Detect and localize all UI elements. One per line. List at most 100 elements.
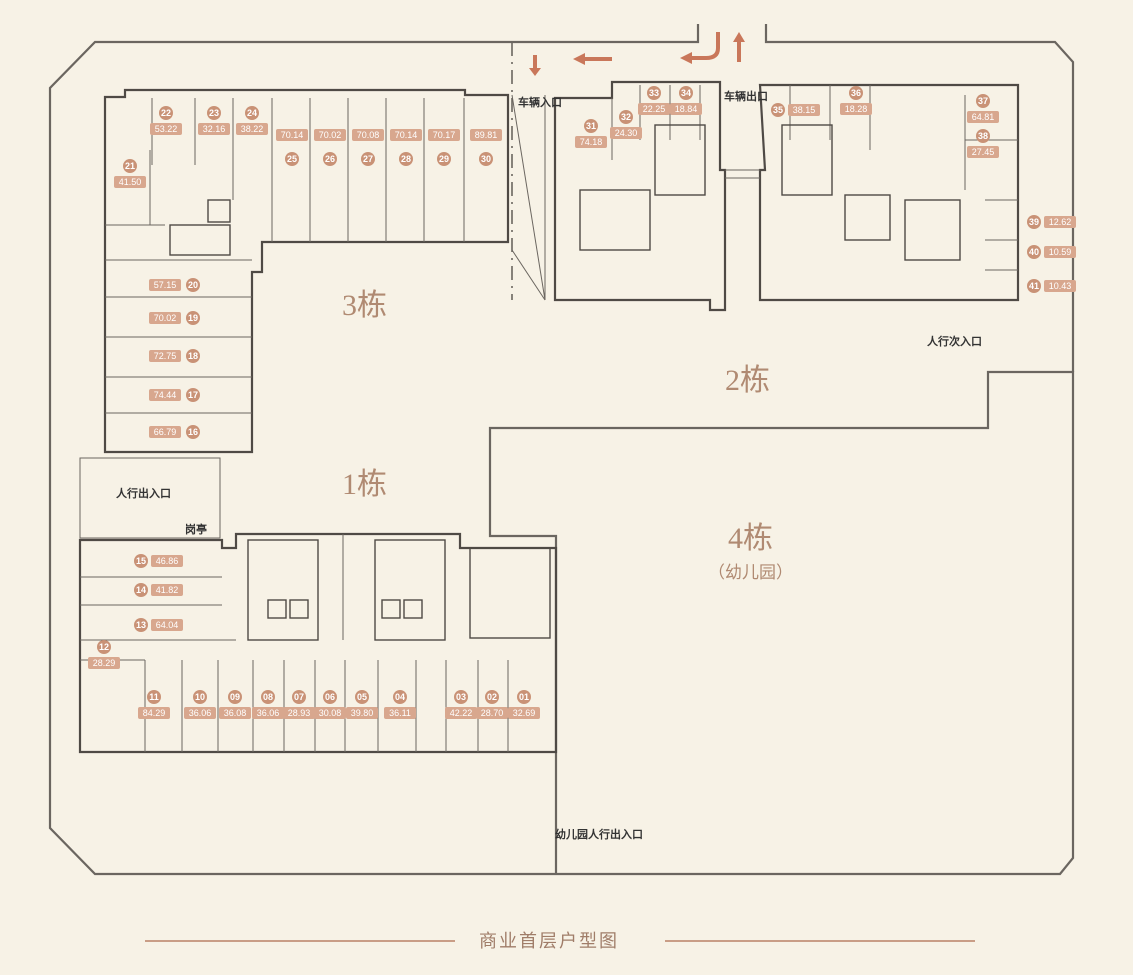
shop-area: 10.43 — [1049, 281, 1072, 291]
shop-06: 06 30.08 — [314, 690, 346, 719]
shop-number: 11 — [149, 692, 159, 702]
up-arrow-icon — [733, 32, 745, 62]
shop-03: 03 42.22 — [445, 690, 477, 719]
shop-area-box — [283, 707, 315, 719]
shop-10: 10 36.06 — [184, 690, 216, 719]
shop-area-box — [236, 123, 268, 135]
shop-number: 17 — [188, 390, 198, 400]
ped-entrance-area — [79, 457, 221, 539]
shop-area: 24.30 — [615, 128, 638, 138]
shop-number-badge — [207, 106, 221, 120]
shop-area-box — [314, 129, 346, 141]
building-4-sublabel: （幼儿园） — [708, 563, 793, 582]
shop-number-badge — [361, 152, 375, 166]
shop-area: 30.08 — [319, 708, 342, 718]
left-arrow-icon — [573, 53, 612, 65]
shop-area-box — [252, 707, 284, 719]
building-3-shop-walls — [105, 98, 465, 414]
shop-number-badge — [123, 159, 137, 173]
building-1-outline — [78, 532, 558, 754]
shop-number-badge — [849, 86, 863, 100]
shop-number: 10 — [195, 692, 205, 702]
shop-area: 12.62 — [1049, 217, 1072, 227]
shop-number: 05 — [357, 692, 367, 702]
building-3-outline — [103, 88, 510, 454]
vehicle-entry-label-1: 车辆入口 — [518, 95, 562, 109]
shop-number: 38 — [978, 131, 988, 141]
shop-number-badge — [437, 152, 451, 166]
shop-area-box — [88, 657, 120, 669]
shop-area-box — [670, 103, 702, 115]
shop-38: 38 27.45 — [967, 129, 999, 158]
shop-number: 19 — [188, 313, 198, 323]
shop-39: 39 12.62 — [1027, 215, 1076, 229]
shop-number: 33 — [649, 88, 659, 98]
shop-number-badge — [1027, 215, 1041, 229]
shop-area-box — [384, 707, 416, 719]
shop-area: 42.22 — [450, 708, 473, 718]
shop-area: 66.79 — [154, 427, 177, 437]
building-4-label: 4栋 — [728, 522, 773, 555]
shop-number: 12 — [99, 642, 109, 652]
traffic-arrows — [529, 32, 745, 76]
shop-number-badge — [186, 278, 200, 292]
ped-secondary-entry-label: 人行次入口 — [927, 334, 982, 348]
shop-area: 36.08 — [224, 708, 247, 718]
shop-area-box — [1044, 246, 1076, 258]
shop-area: 27.45 — [972, 147, 995, 157]
shop-area: 18.28 — [845, 104, 868, 114]
shop-number: 13 — [136, 620, 146, 630]
shop-number-badge — [976, 94, 990, 108]
pavilion-label: 岗亭 — [185, 522, 207, 536]
shop-markers: 0132.690228.700342.220436.110539.800630.… — [88, 86, 1076, 719]
shop-number-badge — [479, 152, 493, 166]
shop-number-badge — [134, 554, 148, 568]
shop-area: 70.02 — [319, 130, 342, 140]
shop-area: 38.15 — [793, 105, 816, 115]
building-3-label: 3栋 — [342, 289, 387, 322]
shop-number-badge — [147, 690, 161, 704]
shop-area-box — [610, 127, 642, 139]
shop-area: 70.14 — [395, 130, 418, 140]
shop-area-box — [149, 312, 181, 324]
shop-number-badge — [159, 106, 173, 120]
shop-area: 70.17 — [433, 130, 456, 140]
shop-number-badge — [186, 388, 200, 402]
shop-number: 36 — [851, 88, 861, 98]
vehicle-exit-label: 车辆出口 — [724, 89, 768, 103]
shop-number: 14 — [136, 585, 146, 595]
shop-number: 06 — [325, 692, 335, 702]
shop-area-box — [840, 103, 872, 115]
shop-area-box — [276, 129, 308, 141]
shop-number: 41 — [1029, 281, 1039, 291]
shop-area: 36.06 — [189, 708, 212, 718]
shop-number: 39 — [1029, 217, 1039, 227]
shop-number-badge — [584, 119, 598, 133]
shop-number-badge — [399, 152, 413, 166]
shop-number: 22 — [161, 108, 171, 118]
shop-number: 07 — [294, 692, 304, 702]
shop-area: 22.25 — [643, 104, 666, 114]
garage-ramp — [511, 94, 546, 301]
turn-arrow-icon — [690, 32, 720, 60]
shop-number-badge — [771, 103, 785, 117]
shop-area-box — [476, 707, 508, 719]
shop-number-badge — [245, 106, 259, 120]
shop-number: 03 — [456, 692, 466, 702]
shop-area: 28.29 — [93, 658, 116, 668]
shop-area: 46.86 — [156, 556, 179, 566]
shop-area-box — [470, 129, 502, 141]
shop-number-badge — [517, 690, 531, 704]
